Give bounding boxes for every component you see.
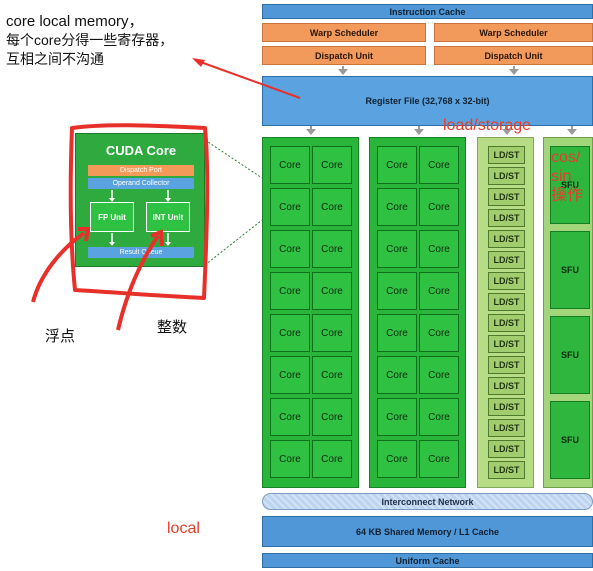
core-cell: Core [419, 272, 459, 310]
sfu-cell: SFU [550, 316, 590, 394]
core-cell: Core [270, 356, 310, 394]
inset-arrows [109, 190, 171, 246]
core-cell: Core [312, 398, 352, 436]
dispatch-arrow-head [338, 69, 348, 75]
ldst-cell: LD/ST [488, 167, 525, 185]
ldst-cell: LD/ST [488, 272, 525, 290]
ldst-cell: LD/ST [488, 461, 525, 479]
dispatch-unit-left: Dispatch Unit [262, 46, 426, 65]
regfile-arrow-head [502, 129, 512, 135]
core-cell: Core [419, 356, 459, 394]
ldst-cell: LD/ST [488, 377, 525, 395]
core-cell: Core [312, 272, 352, 310]
regfile-arrow-stem [571, 126, 573, 130]
core-cell: Core [419, 314, 459, 352]
sfu-cell: SFU [550, 401, 590, 479]
ldst-cell: LD/ST [488, 188, 525, 206]
regfile-arrow-head [567, 129, 577, 135]
regfile-arrow-stem [418, 126, 420, 130]
core-cell: Core [270, 146, 310, 184]
core-cell: Core [270, 398, 310, 436]
core-cell: Core [377, 230, 417, 268]
register-file: Register File (32,768 x 32-bit) [262, 76, 593, 126]
sfu-column: SFU SFU SFU SFU [543, 137, 593, 488]
core-cell: Core [377, 356, 417, 394]
core-cell: Core [270, 230, 310, 268]
dispatch-arrow-head [509, 69, 519, 75]
ldst-cell: LD/ST [488, 293, 525, 311]
core-cell: Core [312, 146, 352, 184]
core-memory-note-line2: 每个core分得一些寄存器， [6, 32, 174, 48]
ldst-cell: LD/ST [488, 251, 525, 269]
core-cell: Core [419, 230, 459, 268]
core-cell: Core [377, 146, 417, 184]
cos-sin-line1: cos/ [551, 149, 581, 166]
dispatch-arrow-stem [513, 66, 515, 70]
core-cell: Core [419, 146, 459, 184]
core-cell: Core [270, 440, 310, 478]
shared-memory-l1-cache: 64 KB Shared Memory / L1 Cache [262, 516, 593, 547]
interconnect-network: Interconnect Network [262, 493, 593, 510]
ldst-cell: LD/ST [488, 335, 525, 353]
regfile-arrow-stem [310, 126, 312, 130]
ldst-cell: LD/ST [488, 314, 525, 332]
core-memory-note-line3: 互相之间不沟通 [6, 51, 104, 67]
core-cell: Core [312, 356, 352, 394]
core-cell: Core [419, 188, 459, 226]
core-column-2: Core Core Core Core Core Core Core Core … [369, 137, 466, 488]
uniform-cache: Uniform Cache [262, 553, 593, 568]
ldst-column: LD/ST LD/ST LD/ST LD/ST LD/ST LD/ST LD/S… [477, 137, 534, 488]
core-cell: Core [270, 314, 310, 352]
ldst-cell: LD/ST [488, 146, 525, 164]
core-cell: Core [377, 440, 417, 478]
cuda-core-inset: CUDA Core Dispatch Port Operand Collecto… [75, 133, 205, 267]
core-cell: Core [270, 188, 310, 226]
ldst-cell: LD/ST [488, 419, 525, 437]
ldst-cell: LD/ST [488, 230, 525, 248]
cos-sin-line2: sin [551, 168, 572, 185]
sfu-cell: SFU [550, 231, 590, 309]
regfile-arrow-head [414, 129, 424, 135]
core-cell: Core [419, 440, 459, 478]
ldst-cell: LD/ST [488, 209, 525, 227]
local-label: local [167, 520, 200, 537]
core-cell: Core [312, 230, 352, 268]
core-cell: Core [312, 188, 352, 226]
core-column-1: Core Core Core Core Core Core Core Core … [262, 137, 359, 488]
warp-scheduler-right: Warp Scheduler [434, 23, 593, 42]
ldst-cell: LD/ST [488, 398, 525, 416]
core-memory-note: core local memory， 每个core分得一些寄存器， 互相之间不沟… [6, 12, 173, 69]
core-memory-note-line1: core local memory， [6, 13, 144, 30]
core-cell: Core [377, 272, 417, 310]
sfu-cell: SFU [550, 146, 590, 224]
dispatch-arrow-stem [342, 66, 344, 70]
integer-label: 整数 [157, 319, 188, 336]
core-cell: Core [419, 398, 459, 436]
core-cell: Core [377, 314, 417, 352]
dispatch-unit-right: Dispatch Unit [434, 46, 593, 65]
ldst-cell: LD/ST [488, 440, 525, 458]
core-cell: Core [312, 314, 352, 352]
cos-sin-line3: 操作 [551, 187, 584, 204]
load-storage-label: load/storage [443, 117, 532, 134]
float-point-label: 浮点 [45, 328, 76, 345]
regfile-arrow-head [306, 129, 316, 135]
ldst-cell: LD/ST [488, 356, 525, 374]
warp-scheduler-left: Warp Scheduler [262, 23, 426, 42]
core-cell: Core [312, 440, 352, 478]
regfile-arrow-stem [506, 126, 508, 130]
cos-sin-label: cos/ sin 操作 [551, 148, 583, 205]
core-cell: Core [377, 398, 417, 436]
core-cell: Core [377, 188, 417, 226]
instruction-cache: Instruction Cache [262, 4, 593, 19]
core-cell: Core [270, 272, 310, 310]
